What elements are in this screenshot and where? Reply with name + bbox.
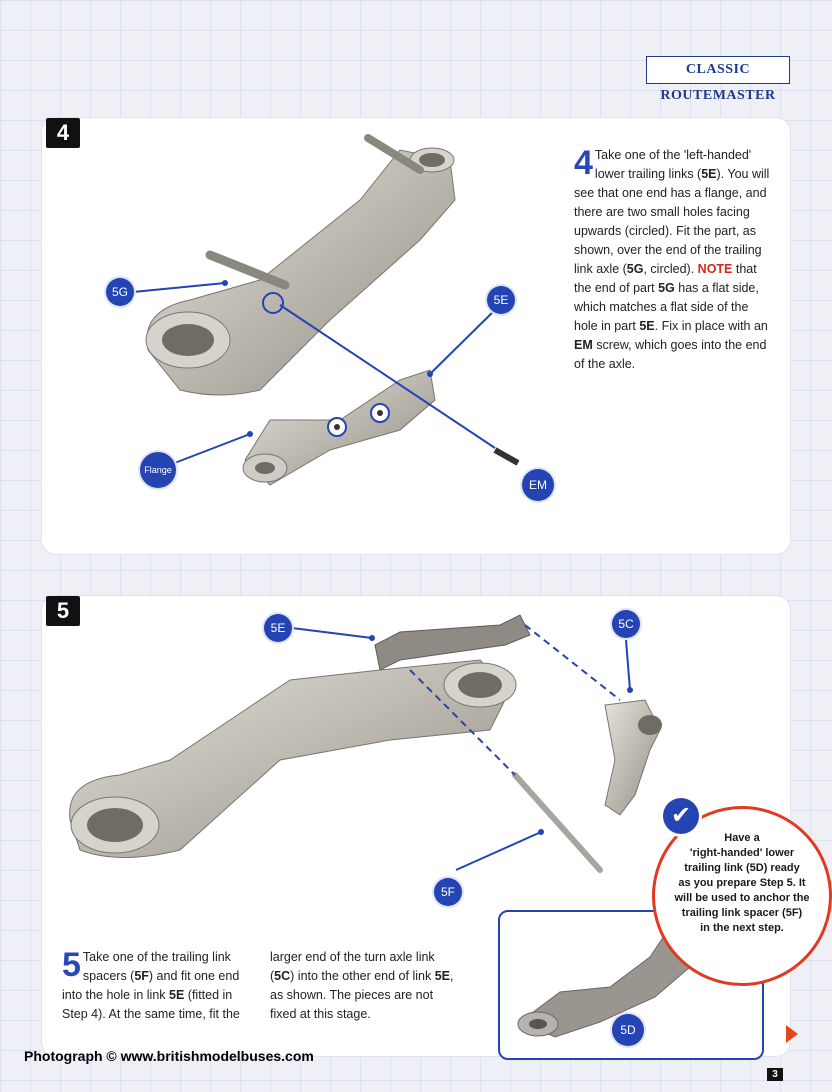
dashed-guide-2 (409, 669, 516, 776)
axle-end-circle (262, 292, 284, 314)
label-5g: 5G (106, 278, 134, 306)
step-4-dropcap: 4 (574, 144, 593, 182)
label-5e: 5E (487, 286, 515, 314)
checkmark-icon: ✔ (663, 798, 699, 834)
label-5d: 5D (612, 1014, 644, 1046)
step-5-dropcap: 5 (62, 946, 81, 984)
label-5f: 5F (434, 878, 462, 906)
step-5-illustration (69, 614, 662, 873)
em-screw (493, 447, 520, 466)
photo-credit: Photograph © www.britishmodelbuses.com (24, 1048, 314, 1064)
page-number: 3 (767, 1068, 783, 1081)
dashed-guide-1 (524, 624, 621, 701)
note-callout: Have a 'right-handed' lower trailing lin… (652, 806, 832, 986)
label-5e-step5: 5E (264, 614, 292, 642)
step-4-leaders (132, 280, 501, 465)
subframe-part-5 (69, 659, 517, 858)
label-em: EM (522, 469, 554, 501)
spacer-5f (512, 772, 603, 873)
step-5-description-col2: larger end of the turn axle link (5C) in… (270, 950, 454, 1021)
next-page-arrow-icon (786, 1025, 798, 1043)
assembly-line-4 (279, 304, 496, 449)
label-5c: 5C (612, 610, 640, 638)
step-4-badge: 4 (46, 118, 80, 148)
turn-axle-link-5c (604, 699, 662, 816)
label-flange: Flange (140, 452, 176, 488)
step-5-leaders (291, 627, 633, 871)
step-5-badge: 5 (46, 596, 80, 626)
subframe-part (145, 134, 456, 396)
step-4-illustration (145, 134, 520, 486)
series-title: CLASSIC ROUTEMASTER (646, 56, 790, 103)
trailing-link-5e (374, 614, 531, 671)
